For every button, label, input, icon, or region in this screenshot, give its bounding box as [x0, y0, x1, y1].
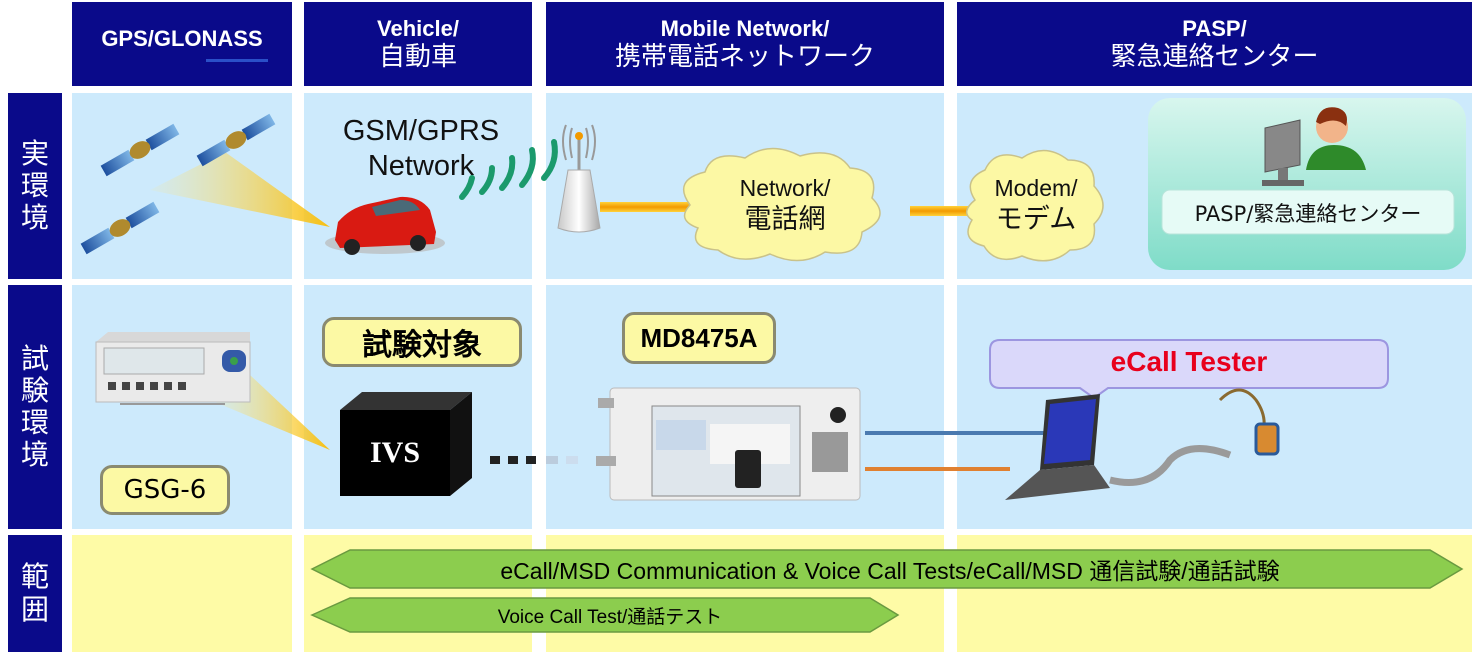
- scope-arrow-voice: [310, 597, 900, 633]
- gsg6-label: GSG-6: [100, 465, 230, 515]
- row-header-char: 試: [20, 341, 49, 375]
- modem-cloud-label: Modem/ モデム: [976, 174, 1096, 237]
- scope-arrow-voice-label: Voice Call Test/通話テスト: [497, 606, 723, 628]
- row-header-char: 境: [20, 201, 49, 235]
- satellite-icon: [80, 201, 160, 255]
- ecall-tester-callout: [989, 339, 1389, 400]
- dut-label: 試験対象: [322, 317, 522, 367]
- row-header-char: 境: [20, 438, 49, 472]
- modem-cloud-line1: Modem/: [994, 175, 1078, 201]
- row-header-scope: 範 囲: [8, 535, 62, 652]
- network-cloud-line2: 電話網: [744, 203, 826, 234]
- modem-cloud-line2: モデム: [995, 203, 1077, 234]
- scope-arrow-full-label: eCall/MSD Communication & Voice Call Tes…: [500, 558, 1280, 584]
- network-cloud-line1: Network/: [739, 175, 831, 201]
- modem-cloud-icon: [966, 149, 1104, 262]
- gsm-label-line1: GSM/GPRS: [342, 115, 500, 147]
- headset-icon: [1109, 388, 1280, 486]
- car-icon: [325, 196, 445, 255]
- network-link: [600, 202, 690, 212]
- column-header-gps-label: GPS/GLONASS: [101, 25, 263, 51]
- laptop-icon: [1005, 394, 1110, 500]
- column-header-mobile-network: Mobile Network/ 携帯電話ネットワーク: [546, 2, 944, 86]
- pasp-center-box: [1148, 98, 1466, 270]
- row-header-char: 実: [20, 136, 49, 170]
- cell-scope-gps: [72, 535, 292, 652]
- row-header-char: 囲: [20, 592, 49, 626]
- column-header-pasp-ja: 緊急連絡センター: [1110, 41, 1319, 72]
- satellite-icon: [100, 123, 180, 177]
- column-header-pasp: PASP/ 緊急連絡センター: [957, 2, 1472, 86]
- column-header-gps: GPS/GLONASS: [72, 2, 292, 86]
- scope-arrow-full: [310, 549, 1464, 589]
- column-header-mobile-network-en: Mobile Network/: [660, 15, 830, 41]
- row-header-char: 験: [20, 373, 49, 407]
- cell-tower-icon: [557, 124, 601, 233]
- column-header-pasp-en: PASP/: [1182, 15, 1247, 41]
- row-header-test-env: 試 験 環 境: [8, 285, 62, 529]
- row-header-char: 環: [20, 406, 49, 439]
- operator-icon: [1262, 107, 1366, 186]
- gsm-label-line2: Network: [367, 149, 475, 182]
- row-header-char: 環: [20, 168, 49, 202]
- ecall-tester-label: eCall Tester: [1110, 346, 1268, 377]
- network-cloud-label: Network/ 電話網: [700, 174, 870, 237]
- row-header-char: 範: [20, 560, 49, 594]
- column-header-vehicle-en: Vehicle/: [377, 15, 459, 41]
- md8475a-label: MD8475A: [622, 312, 776, 364]
- column-header-vehicle: Vehicle/ 自動車: [304, 2, 532, 86]
- md8475a-instrument-icon: [596, 387, 861, 501]
- network-cloud-icon: [682, 147, 881, 262]
- column-header-mobile-network-ja: 携帯電話ネットワーク: [614, 41, 875, 72]
- gps-signal-beam: [150, 152, 330, 227]
- underline-decoration: [206, 59, 268, 63]
- pasp-center-label: PASP/緊急連絡センター: [1194, 202, 1422, 226]
- network-link: [910, 206, 972, 216]
- radio-waves-icon: [459, 139, 558, 200]
- ivs-label: IVS: [369, 436, 421, 469]
- gsg6-instrument-icon: [95, 332, 251, 405]
- dotted-link: [490, 456, 578, 464]
- pasp-label-box: [1161, 189, 1455, 235]
- column-header-vehicle-ja: 自動車: [378, 41, 457, 72]
- satellite-icon: [196, 113, 276, 167]
- gsm-network-label: GSM/GPRS Network: [318, 114, 524, 184]
- row-header-real-env: 実 環 境: [8, 93, 62, 279]
- ivs-device-icon: [340, 392, 472, 496]
